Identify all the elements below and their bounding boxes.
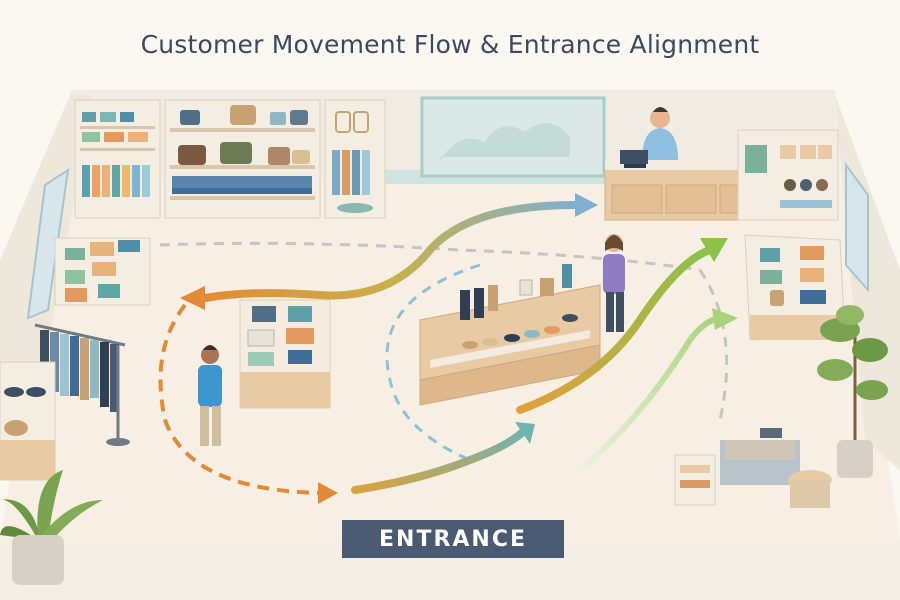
shelf-bags bbox=[164, 99, 321, 219]
register-monitor-icon bbox=[620, 150, 648, 168]
table-right-mid bbox=[744, 234, 846, 341]
entrance-label: ENTRANCE bbox=[342, 520, 564, 558]
floor-shadow bbox=[0, 540, 900, 600]
potted-plant-right bbox=[817, 305, 888, 478]
potted-plant-left bbox=[0, 470, 103, 585]
flow-arrowhead-entrance bbox=[318, 482, 338, 504]
flow-arrow-faint-right bbox=[577, 308, 738, 473]
diagram-title: Customer Movement Flow & Entrance Alignm… bbox=[140, 30, 760, 59]
table-left bbox=[54, 237, 151, 306]
dashed-flow-center-blue bbox=[385, 263, 481, 462]
flow-arrow-back-loop bbox=[180, 193, 598, 310]
shopper-right bbox=[603, 234, 625, 332]
flow-arrow-entrance-right bbox=[516, 238, 728, 414]
lounge-corner bbox=[674, 428, 832, 508]
dashed-flow-left-orange bbox=[158, 303, 321, 495]
left-window bbox=[26, 167, 70, 320]
shoe-display bbox=[419, 264, 601, 406]
shopper-left bbox=[198, 345, 222, 446]
shelf-shoes-left bbox=[0, 361, 56, 481]
flow-arrow-entrance-center bbox=[351, 422, 535, 494]
window-foliage bbox=[440, 123, 570, 160]
staff-at-counter bbox=[642, 107, 678, 160]
right-window bbox=[845, 161, 869, 293]
shelf-right-back bbox=[737, 129, 839, 221]
dashed-flow-right bbox=[698, 269, 729, 421]
shelf-clothing bbox=[324, 99, 386, 219]
shelf-top-left bbox=[74, 99, 161, 219]
table-center bbox=[239, 299, 331, 409]
dashed-flow-back bbox=[159, 241, 701, 272]
